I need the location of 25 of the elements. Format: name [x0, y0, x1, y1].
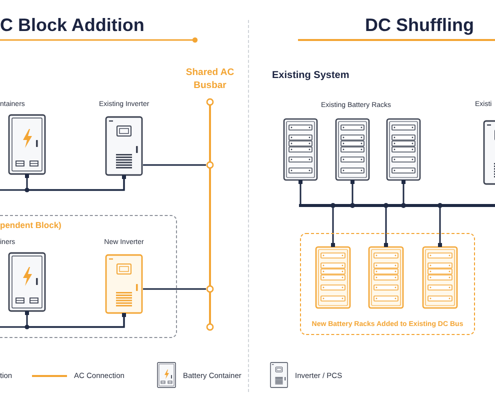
connector-line [143, 288, 206, 290]
connector-line [350, 184, 355, 208]
connector-line [0, 179, 125, 191]
connector-line [300, 184, 302, 204]
battery-rack [386, 118, 421, 184]
busbar-label: Shared AC Busbar [184, 66, 236, 92]
section-heading: Existing System [272, 70, 350, 82]
panel-title: C Block Addition [0, 14, 144, 36]
connector-line [401, 184, 406, 208]
busbar [206, 98, 214, 331]
battery-rack [283, 118, 318, 184]
connector-line [330, 203, 336, 243]
connector-line [438, 203, 442, 243]
panel-title: DC Shuffling [365, 14, 474, 36]
connector-line [0, 317, 125, 328]
bus-line [299, 204, 495, 207]
dashed-group-box [0, 215, 177, 338]
battery-rack [368, 242, 404, 308]
connector-line [143, 164, 206, 166]
connector-line [384, 203, 388, 243]
dashed-group-box [300, 233, 475, 335]
battery-rack [422, 242, 458, 308]
battery-rack [335, 118, 370, 184]
battery-rack [314, 242, 350, 308]
group-label: pendent Block) [0, 220, 62, 230]
